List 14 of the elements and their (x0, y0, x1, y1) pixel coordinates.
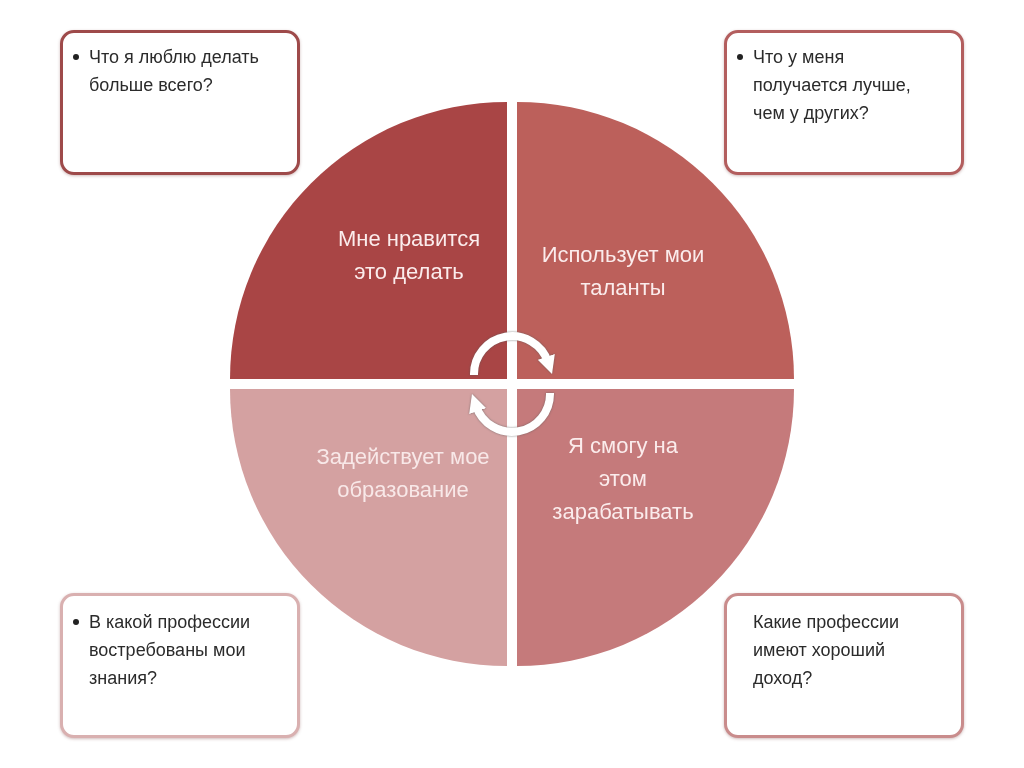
question-card (724, 30, 964, 175)
segment-label: Использует мои таланты (540, 241, 706, 302)
question-card (60, 30, 300, 175)
quadrant-segment (230, 102, 507, 379)
segment-label: Задействует мое образование (315, 443, 491, 504)
question-text: Что я люблю делать больше всего? (89, 46, 260, 97)
question-text: Что у меня получается лучше, чем у других? (753, 46, 912, 125)
question-card (60, 593, 300, 738)
segment-label: Я смогу на этом зарабатывать (551, 432, 695, 526)
segment-label: Мне нравится это делать (336, 225, 482, 286)
question-text: Какие профессии имеют хороший доход? (753, 611, 901, 690)
cycle-arrow (469, 392, 554, 436)
question-card (724, 593, 964, 738)
question-text: В какой профессии востребованы мои знания? (89, 611, 252, 690)
